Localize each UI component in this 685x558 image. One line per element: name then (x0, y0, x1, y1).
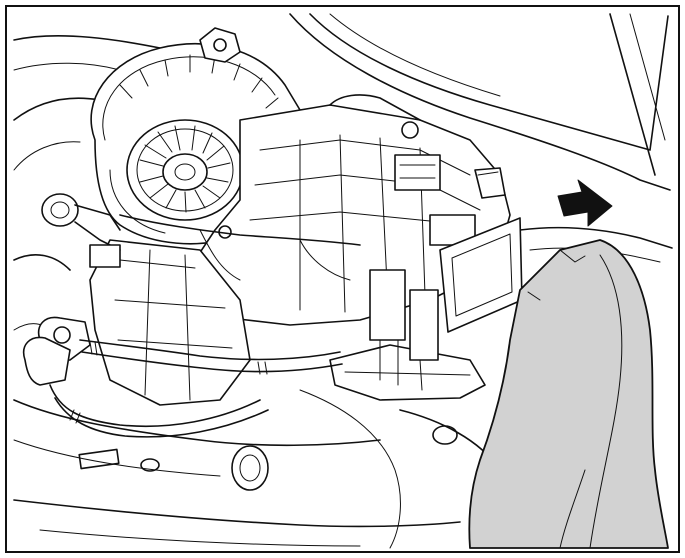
wiring-harness (119, 214, 361, 281)
removed-duct-cover (468, 239, 669, 549)
mounting-bracket-left (41, 193, 121, 268)
vehicle-body-background (13, 13, 673, 549)
refrigerant-lines (23, 316, 343, 438)
heater-evaporator-case (194, 94, 523, 333)
removal-direction-arrow-icon (557, 179, 613, 227)
lower-case-section (89, 239, 486, 406)
